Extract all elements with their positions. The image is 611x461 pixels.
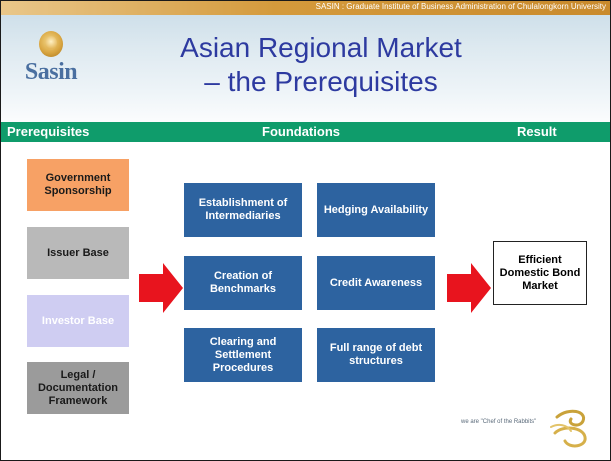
foundation-full-range-of-debt-structures: Full range of debt structures <box>317 328 435 382</box>
prerequisites-header: Prerequisites <box>7 124 90 139</box>
logo-emblem-icon <box>39 31 63 57</box>
result-efficient-domestic-bond-market: Efficient Domestic Bond Market <box>493 241 587 305</box>
footer-tagline: we are "Chef of the Rabbits" <box>461 419 537 425</box>
header-band <box>1 1 610 131</box>
arrow-right-icon <box>139 263 183 313</box>
title-line-1: Asian Regional Market <box>180 32 462 63</box>
prereq-government-sponsorship: Government Sponsorship <box>27 159 129 211</box>
result-header: Result <box>517 124 557 139</box>
prereq-investor-base: Investor Base <box>27 295 129 347</box>
sasin-logo: Sasin <box>23 31 79 91</box>
prereq-legal-documentation-framework: Legal / Documentation Framework <box>27 362 129 414</box>
logo-text: Sasin <box>24 59 78 85</box>
foundation-hedging-availability: Hedging Availability <box>317 183 435 237</box>
institution-text: SASIN : Graduate Institute of Business A… <box>315 2 606 11</box>
institution-strip: SASIN : Graduate Institute of Business A… <box>1 1 610 15</box>
foundation-creation-of-benchmarks: Creation of Benchmarks <box>184 256 302 310</box>
slide-title: Asian Regional Market – the Prerequisite… <box>131 31 511 99</box>
title-line-2: – the Prerequisites <box>204 66 438 97</box>
foundation-credit-awareness: Credit Awareness <box>317 256 435 310</box>
column-header-bar: Prerequisites Foundations Result <box>1 122 610 142</box>
foundation-clearing-and-settlement-procedures: Clearing and Settlement Procedures <box>184 328 302 382</box>
foundation-establishment-of-intermediaries: Establishment of Intermediaries <box>184 183 302 237</box>
arrow-right-icon <box>447 263 491 313</box>
prereq-issuer-base: Issuer Base <box>27 227 129 279</box>
foundations-header: Foundations <box>262 124 340 139</box>
rabbit-swirl-logo-icon <box>550 409 587 448</box>
